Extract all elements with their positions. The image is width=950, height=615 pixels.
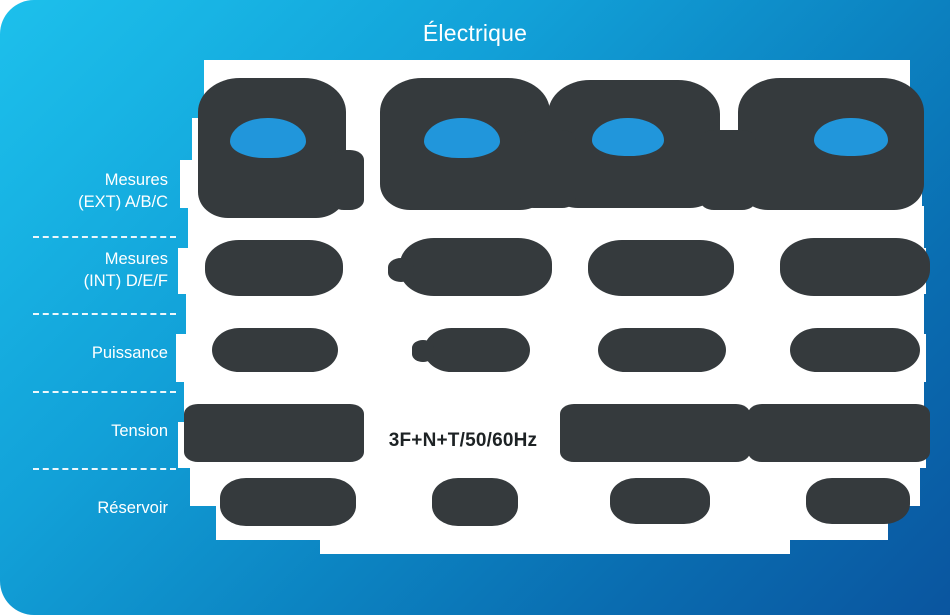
row-label-mesures-ext: Mesures (EXT) A/B/C <box>0 169 168 213</box>
row-label-puissance: Puissance <box>0 342 168 364</box>
cell-highlight <box>592 118 664 156</box>
redacted-connector <box>700 130 756 210</box>
row-label-mesures-int: Mesures (INT) D/E/F <box>0 248 168 292</box>
redacted-cell <box>220 478 356 526</box>
row-divider <box>33 468 176 470</box>
redacted-cell <box>806 478 910 524</box>
redacted-cell <box>790 328 920 372</box>
cell-highlight <box>230 118 306 158</box>
row-divider <box>33 236 176 238</box>
panel-band <box>320 538 790 554</box>
redacted-cell <box>205 240 343 296</box>
redacted-cell <box>432 478 518 526</box>
redacted-cell <box>184 404 364 462</box>
row-label-line1: Réservoir <box>97 499 168 517</box>
row-label-reservoir: Réservoir <box>0 497 168 519</box>
row-label-line1: Tension <box>111 422 168 440</box>
row-label-line2: (INT) D/E/F <box>83 272 168 290</box>
tension-value-chip: 3F+N+T/50/60Hz <box>366 424 560 458</box>
row-label-line1: Mesures <box>104 171 168 189</box>
row-label-line2: (EXT) A/B/C <box>78 193 168 211</box>
redacted-cell <box>560 404 750 462</box>
row-label-line1: Puissance <box>91 344 168 362</box>
row-divider <box>33 391 176 393</box>
page-title: Électrique <box>422 20 528 46</box>
redacted-cell <box>588 240 734 296</box>
cell-highlight <box>424 118 500 158</box>
redacted-cell <box>748 404 930 462</box>
redacted-cell <box>598 328 726 372</box>
redacted-cell <box>424 328 530 372</box>
redacted-cell <box>610 478 710 524</box>
redacted-connector <box>388 258 414 282</box>
redacted-connector <box>330 150 364 210</box>
redacted-connector <box>412 340 434 362</box>
row-label-tension: Tension <box>0 420 168 442</box>
row-divider <box>33 313 176 315</box>
cell-highlight <box>814 118 888 156</box>
redacted-connector <box>520 130 576 208</box>
redacted-cell <box>780 238 930 296</box>
row-label-line1: Mesures <box>104 250 168 268</box>
redacted-cell <box>212 328 338 372</box>
redacted-cell <box>400 238 552 296</box>
